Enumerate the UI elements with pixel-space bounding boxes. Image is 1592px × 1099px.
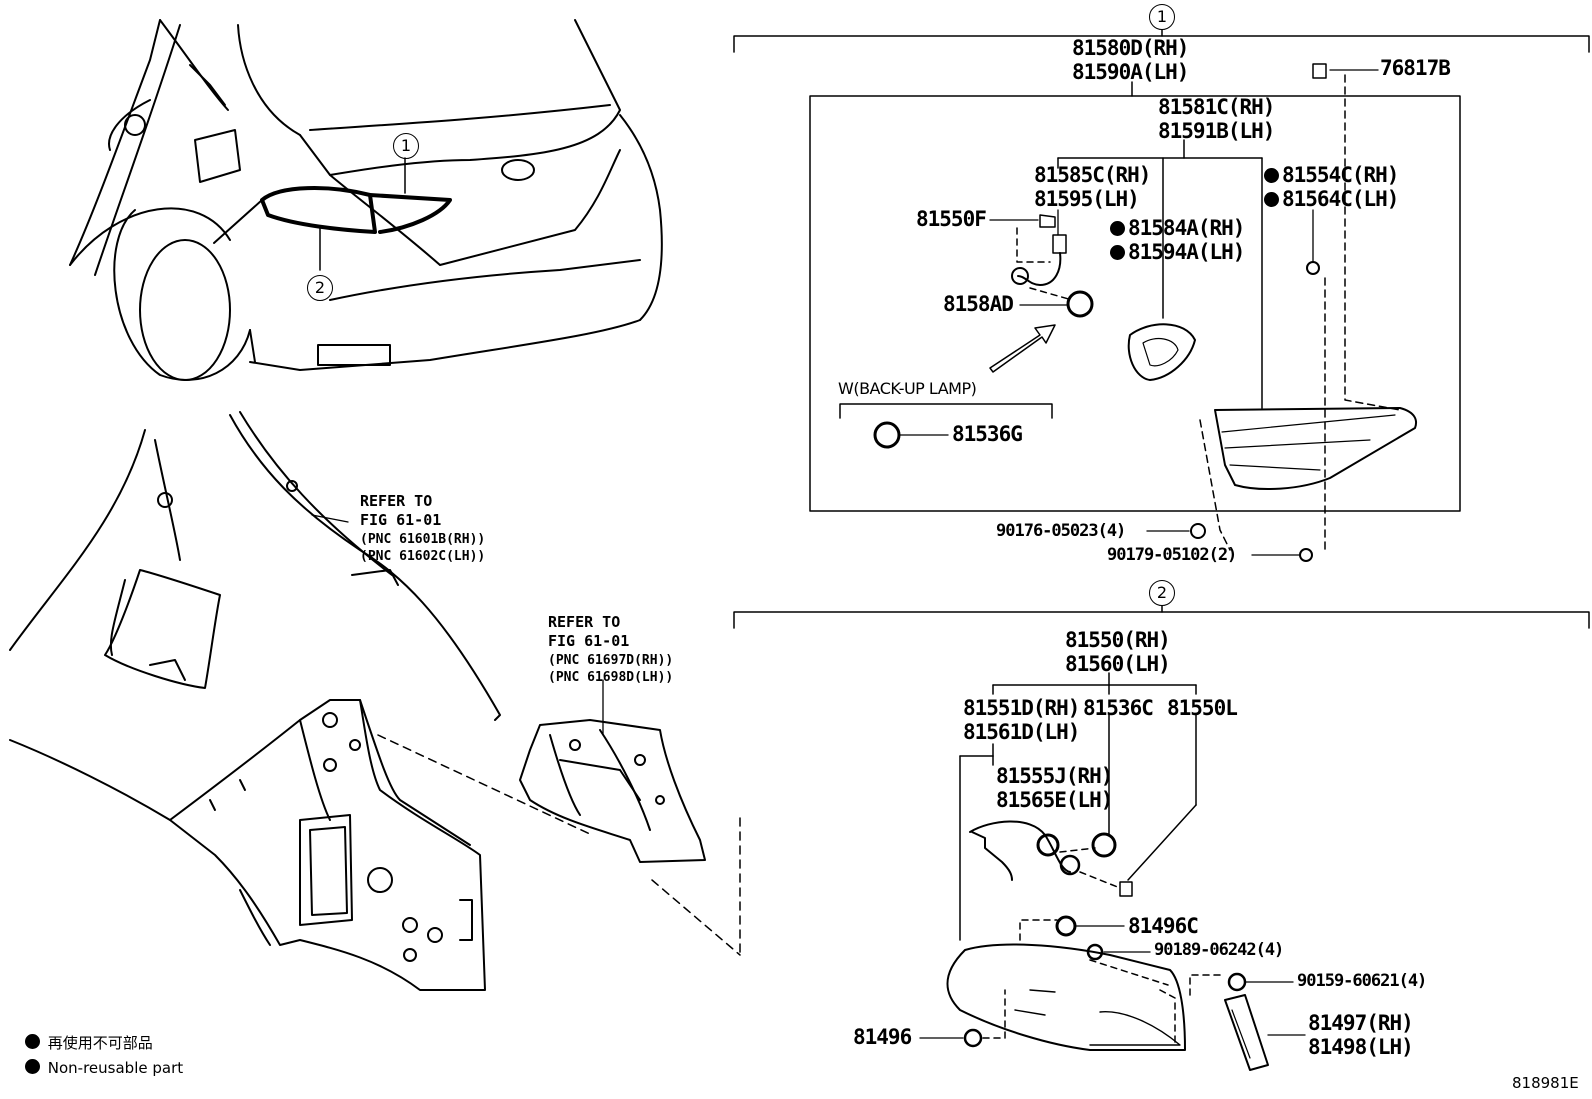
part-81551d: 81551D(RH)	[963, 696, 1080, 720]
part-81565e: 81565E(LH)	[996, 788, 1113, 812]
part-81590a: 81590A(LH)	[1072, 60, 1189, 84]
part-81591b: 81591B(LH)	[1158, 119, 1275, 143]
part-81550f: 81550F	[916, 207, 987, 231]
part-81585c: 81585C(RH)	[1034, 163, 1151, 187]
part-81536g: 81536G	[952, 422, 1023, 446]
part-8158ad: 8158AD	[943, 292, 1014, 316]
part-81561d: 81561D(LH)	[963, 720, 1080, 744]
ref1-fig: FIG 61-01	[360, 511, 442, 529]
part-81497: 81497(RH)	[1308, 1011, 1414, 1035]
part-81584a: 81584A(RH)	[1110, 216, 1245, 240]
part-81554c: 81554C(RH)	[1264, 163, 1399, 187]
part-81550l: 81550L	[1167, 696, 1238, 720]
callout-2-car: 2	[307, 275, 333, 301]
part-81554c-text: 81554C(RH)	[1282, 163, 1399, 187]
callout-1-car-text: 1	[400, 136, 412, 155]
car-rear-illustration	[69, 19, 663, 381]
back-up-lamp-label: W(BACK-UP LAMP)	[838, 379, 977, 398]
legend-en: Non-reusable part	[25, 1059, 183, 1076]
part-81536c: 81536C	[1083, 696, 1154, 720]
part-90176: 90176-05023(4)	[996, 521, 1126, 541]
part-81580d: 81580D(RH)	[1072, 36, 1189, 60]
part-81594a-text: 81594A(LH)	[1128, 240, 1245, 264]
quarter-panel-illustration	[9, 411, 501, 991]
ref2-title: REFER TO	[548, 613, 621, 631]
non-reusable-dot	[1110, 245, 1125, 260]
part-81555j: 81555J(RH)	[996, 764, 1113, 788]
diagram-id: 818981E	[1512, 1074, 1579, 1092]
non-reusable-dot	[1110, 221, 1125, 236]
ref1-pnc-lh: (PNC 61602C(LH))	[360, 549, 486, 564]
callout-2-group: 2	[1149, 580, 1175, 606]
part-90189: 90189-06242(4)	[1154, 940, 1284, 960]
legend-jp-text: 再使用不可部品	[47, 1034, 153, 1052]
callout-1-car: 1	[393, 133, 419, 159]
bracket-illustration	[519, 719, 706, 863]
legend-jp: 再使用不可部品	[25, 1034, 153, 1051]
callout-2-group-text: 2	[1156, 583, 1168, 602]
part-81594a: 81594A(LH)	[1110, 240, 1245, 264]
part-81550: 81550(RH)	[1065, 628, 1171, 652]
part-81595: 81595(LH)	[1034, 187, 1140, 211]
part-90179: 90179-05102(2)	[1107, 545, 1237, 565]
ref2-pnc-lh: (PNC 61698D(LH))	[548, 670, 674, 685]
callout-1-group-text: 1	[1156, 7, 1168, 26]
part-81496: 81496	[853, 1025, 912, 1049]
part-90159: 90159-60621(4)	[1297, 971, 1427, 991]
part-81564c-text: 81564C(LH)	[1282, 187, 1399, 211]
part-81584a-text: 81584A(RH)	[1128, 216, 1245, 240]
legend-dot	[25, 1034, 40, 1049]
ref2-fig: FIG 61-01	[548, 632, 630, 650]
part-81581c: 81581C(RH)	[1158, 95, 1275, 119]
part-81560: 81560(LH)	[1065, 652, 1171, 676]
callout-2-car-text: 2	[314, 278, 326, 297]
legend-dot	[25, 1059, 40, 1074]
non-reusable-dot	[1264, 168, 1279, 183]
part-76817b: 76817B	[1380, 56, 1451, 80]
legend-en-text: Non-reusable part	[47, 1059, 184, 1077]
ref2-pnc-rh: (PNC 61697D(RH))	[548, 653, 674, 668]
non-reusable-dot	[1264, 192, 1279, 207]
part-81564c: 81564C(LH)	[1264, 187, 1399, 211]
ref1-title: REFER TO	[360, 492, 433, 510]
part-81496c: 81496C	[1128, 914, 1199, 938]
callout-1-group: 1	[1149, 4, 1175, 30]
ref1-pnc-rh: (PNC 61601B(RH))	[360, 532, 486, 547]
part-81498: 81498(LH)	[1308, 1035, 1414, 1059]
